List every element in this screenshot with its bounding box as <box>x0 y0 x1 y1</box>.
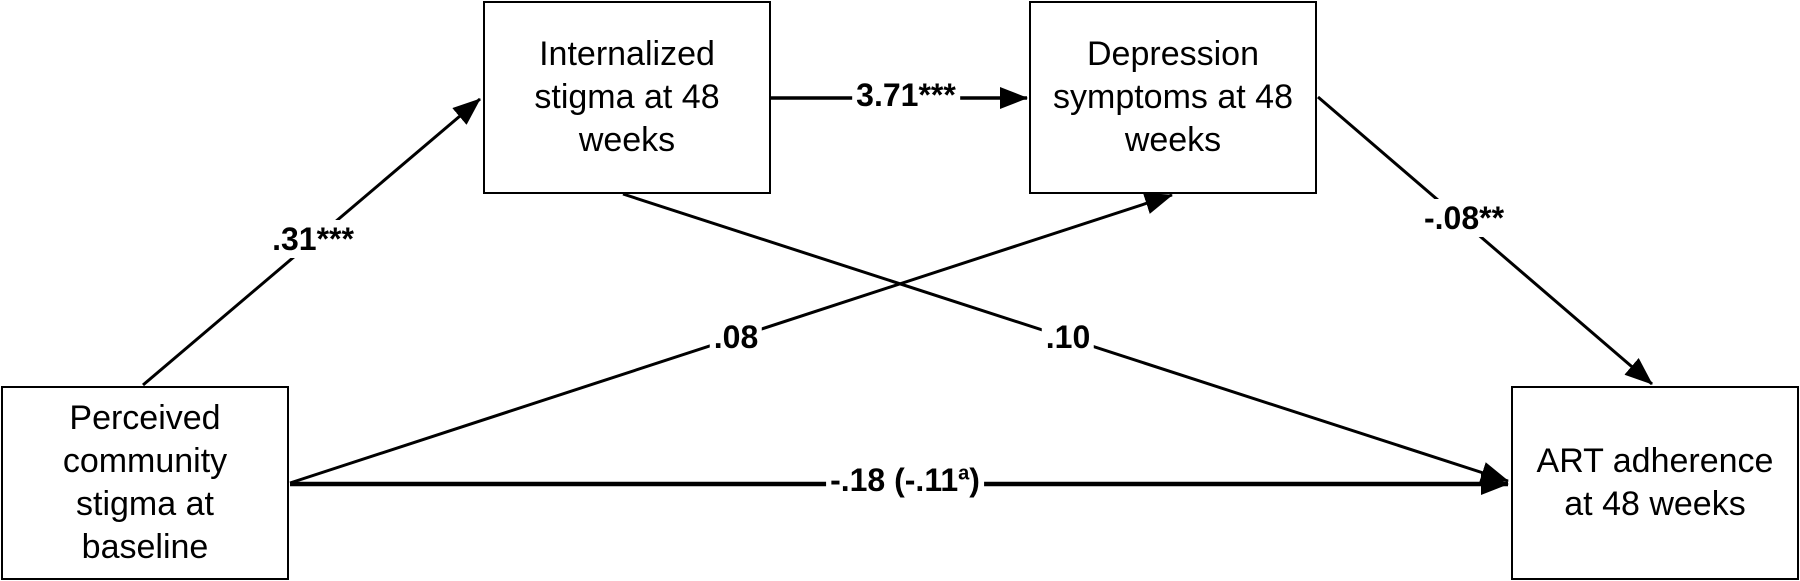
coef-community-to-adherence-text: -.18 (-.11 <box>830 462 959 498</box>
node-depression: Depression symptoms at 48 weeks <box>1029 1 1317 194</box>
arrow-depression-to-adherence <box>1317 95 1653 386</box>
node-art-adherence: ART adherence at 48 weeks <box>1511 386 1799 580</box>
coef-internalized-to-adherence: .10 <box>1041 318 1095 356</box>
coef-community-to-adherence-close: ) <box>969 462 980 498</box>
coef-community-to-depression: .08 <box>709 318 763 356</box>
node-community-stigma: Perceived community stigma at baseline <box>1 386 289 580</box>
coef-community-to-adherence-superscript: a <box>958 462 970 485</box>
coef-depression-to-adherence: -.08** <box>1419 199 1509 237</box>
coef-internalized-to-depression: 3.71*** <box>852 76 960 114</box>
node-internalized-stigma: Internalized stigma at 48 weeks <box>483 1 771 194</box>
coef-community-to-adherence: -.18 (-.11a) <box>826 461 984 499</box>
coef-community-to-internalized: .31*** <box>268 220 358 258</box>
